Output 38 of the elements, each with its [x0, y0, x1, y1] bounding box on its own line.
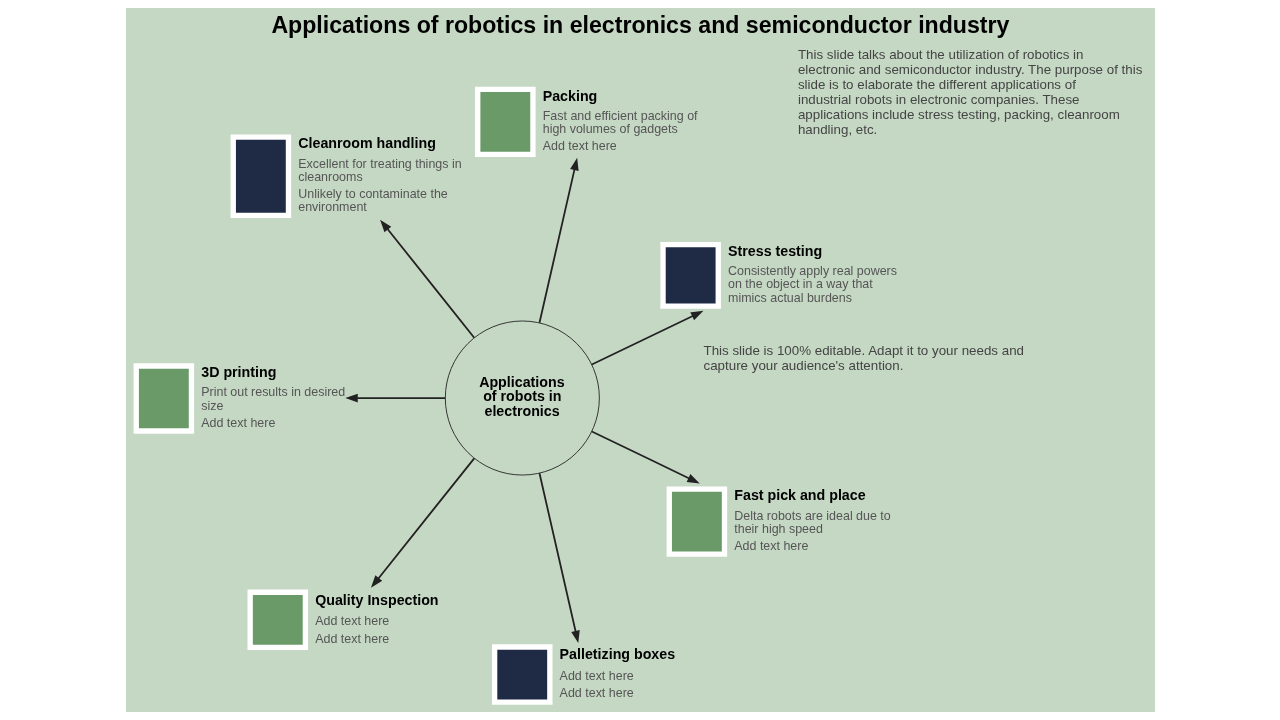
arrow [379, 219, 475, 339]
node-label: Palletizing boxes [559, 646, 675, 663]
node-label: Fast and efficient packing of high volumes of gadgets [542, 108, 698, 137]
node-label: Add text here [314, 613, 389, 628]
node-circle: Applications of robots in electronics [444, 320, 600, 476]
node-box [474, 86, 536, 158]
node-box [659, 242, 721, 309]
label: This slide is 100% editable. Adapt it to your needs and capture your audience's attention. [703, 343, 1024, 374]
node-label: Consistently apply real powers on the object in a way that mimics actual burdens [727, 264, 897, 305]
node-label: Delta robots are ideal due to their high speed [733, 508, 891, 536]
arrow [538, 157, 579, 324]
node-box [247, 589, 308, 651]
node-label: Add text here [559, 686, 634, 701]
node-label: Packing [542, 87, 597, 104]
node-label: 3D printing [200, 364, 276, 381]
node-label: Add text here [200, 415, 275, 430]
node-label: Excellent for treating things in cleanrooms [297, 156, 462, 184]
arrow [538, 472, 580, 644]
arrow [590, 430, 700, 484]
node-box [666, 486, 727, 557]
node-label: Add text here [733, 538, 808, 553]
label: This slide talks about the utilization of robotics in electronic and semiconductor industry. The purpose of this slide is to elaborate the different applications of industrial robots in electronic companies. These applications include stress testing, packing, cleanroom handling, etc. [797, 46, 1142, 138]
node-box [491, 644, 552, 705]
node-label: Add text here [559, 668, 634, 683]
node-label: Add text here [542, 139, 617, 154]
arrow [590, 310, 703, 366]
node-label: Quality Inspection [314, 591, 439, 608]
node-label: Fast pick and place [733, 487, 866, 504]
node-box [133, 363, 194, 434]
node-label: Stress testing [727, 243, 822, 260]
node-label: Cleanroom handling [297, 135, 436, 152]
arrow [370, 457, 475, 588]
node-label: Unlikely to contaminate the environment [297, 186, 448, 215]
node-box [230, 134, 291, 219]
node-label: Print out results in desired size [200, 385, 345, 413]
diagram-title: Applications of robotics in electronics and semiconductor industry [270, 11, 1009, 38]
arrow [344, 393, 446, 403]
node-label: Add text here [314, 631, 389, 646]
